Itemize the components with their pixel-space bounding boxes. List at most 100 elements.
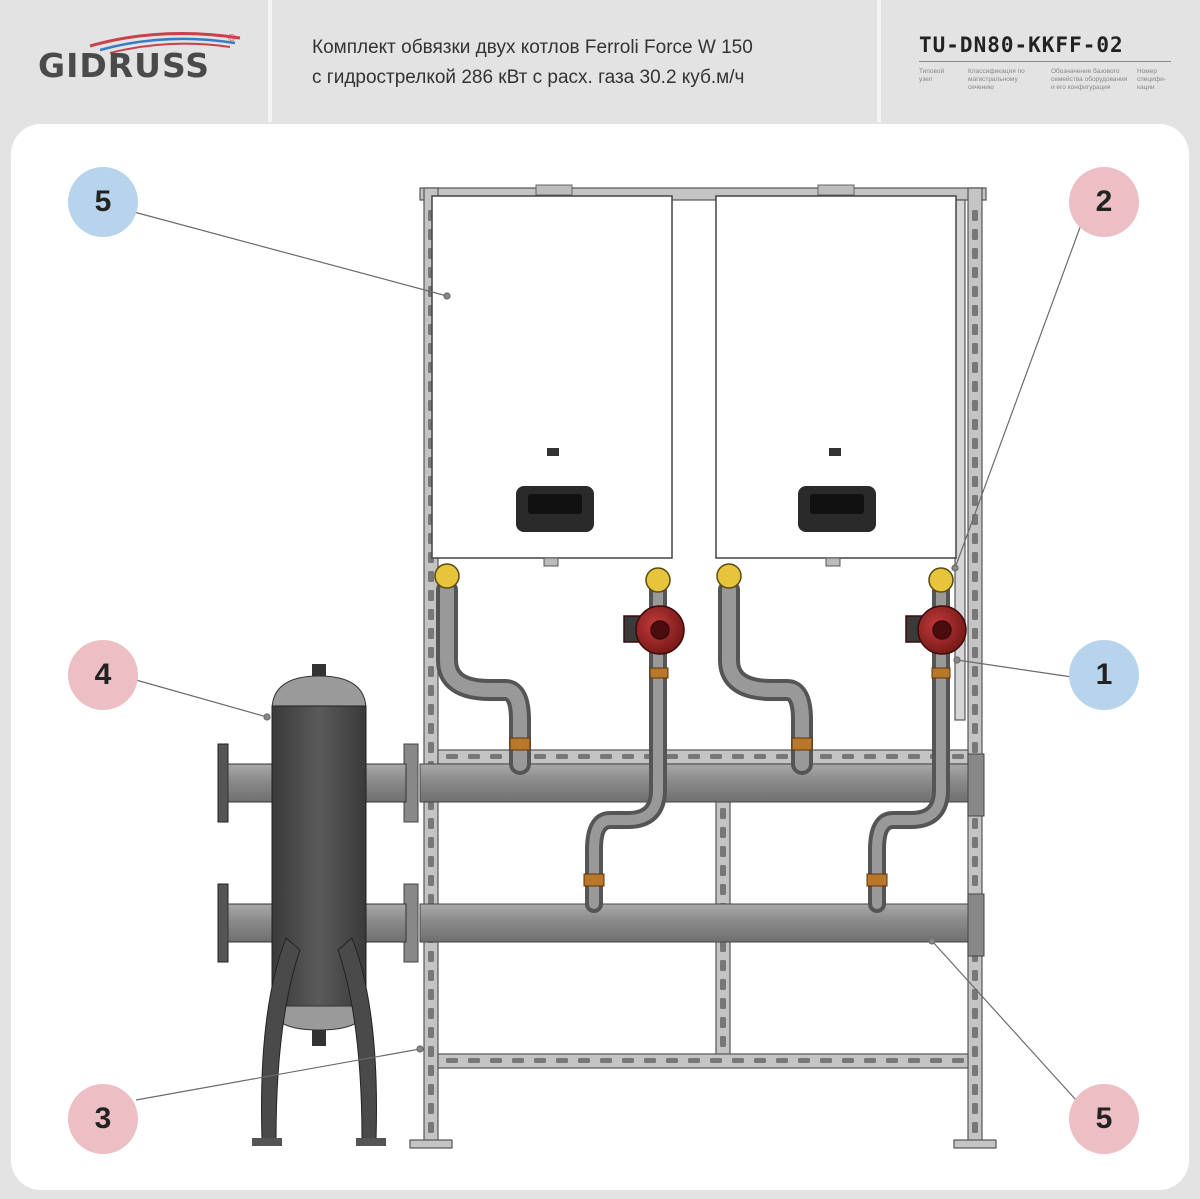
frame-slot — [842, 1058, 854, 1063]
frame-slot — [952, 754, 964, 759]
frame-slot — [972, 324, 978, 335]
frame-slot — [710, 1058, 722, 1063]
frame-slot — [972, 476, 978, 487]
frame-slot — [972, 305, 978, 316]
frame-slot — [972, 381, 978, 392]
frame-slot — [428, 1027, 434, 1038]
frame-slot — [446, 1058, 458, 1063]
frame-slot — [720, 941, 726, 952]
frame-slot — [428, 704, 434, 715]
frame-slot — [428, 837, 434, 848]
frame-slot — [644, 1058, 656, 1063]
frame-slot — [720, 884, 726, 895]
frame-slot — [972, 229, 978, 240]
boiler-left-piping — [436, 579, 667, 913]
frame-slot — [720, 1036, 726, 1047]
frame-slot — [688, 1058, 700, 1063]
frame-slot — [468, 754, 480, 759]
circulation-pumps — [623, 605, 967, 655]
code-caption-1: Типовой узел — [919, 68, 945, 83]
frame-slot — [776, 754, 788, 759]
frame-slot — [908, 754, 920, 759]
frame-slot — [972, 286, 978, 297]
frame-slot — [428, 951, 434, 962]
frame-slot — [754, 1058, 766, 1063]
frame-slot — [972, 400, 978, 411]
frame-slot — [798, 1058, 810, 1063]
frame-slot — [428, 571, 434, 582]
frame-slot — [972, 267, 978, 278]
hydraulic-separator — [217, 664, 407, 1146]
frame-slot — [720, 865, 726, 876]
frame-slot — [972, 818, 978, 829]
frame-slot — [600, 1058, 612, 1063]
frame-bottom-rail — [437, 1053, 969, 1069]
frame-slot — [666, 754, 678, 759]
valve-icon — [928, 567, 954, 593]
frame-slot — [490, 754, 502, 759]
frame-slot — [428, 1103, 434, 1114]
frame-slot — [972, 495, 978, 506]
logo-cell: GIDRUSS ® — [0, 0, 268, 122]
frame-slot — [972, 1046, 978, 1057]
frame-slot — [622, 1058, 634, 1063]
frame-slot — [972, 1084, 978, 1095]
frame-foot-right — [953, 1139, 997, 1149]
frame-slot — [972, 362, 978, 373]
frame-slot — [972, 457, 978, 468]
registered-mark: ® — [228, 33, 236, 44]
frame-slot — [428, 970, 434, 981]
frame-slot — [972, 248, 978, 259]
frame-slot — [428, 647, 434, 658]
frame-slot — [666, 1058, 678, 1063]
title-line-2: с гидрострелкой 286 кВт с расх. газа 30.… — [312, 67, 745, 88]
boiler-right-piping — [718, 579, 950, 913]
ball-valves — [434, 563, 954, 593]
frame-slot — [428, 666, 434, 677]
frame-slot — [428, 609, 434, 620]
logo: GIDRUSS — [38, 46, 211, 85]
callout-2-valve: 2 — [1069, 167, 1139, 237]
frame-slot — [556, 754, 568, 759]
frame-slot — [720, 960, 726, 971]
callout-4-separator: 4 — [68, 640, 138, 710]
frame-slot — [776, 1058, 788, 1063]
frame-slot — [972, 1027, 978, 1038]
boiler-right — [715, 184, 957, 567]
frame-slot — [972, 343, 978, 354]
frame-slot — [720, 979, 726, 990]
brass-fittings — [509, 667, 951, 887]
frame-slot — [720, 808, 726, 819]
frame-slot — [732, 754, 744, 759]
frame-slot — [972, 571, 978, 582]
frame-slot — [972, 1122, 978, 1133]
frame-slot — [534, 754, 546, 759]
frame-slot — [754, 754, 766, 759]
frame-slot — [428, 1122, 434, 1133]
product-code: TU-DN80-KKFF-02 — [919, 33, 1124, 57]
frame-slot — [490, 1058, 502, 1063]
frame-slot — [972, 419, 978, 430]
frame-slot — [972, 989, 978, 1000]
valve-icon — [645, 567, 671, 593]
frame-slot — [908, 1058, 920, 1063]
frame-slot — [428, 875, 434, 886]
frame-slot — [428, 1084, 434, 1095]
frame-slot — [622, 754, 634, 759]
valve-icon — [716, 563, 742, 589]
frame-slot — [428, 818, 434, 829]
frame-slot — [972, 1008, 978, 1019]
frame-slot — [864, 1058, 876, 1063]
frame-slot — [886, 754, 898, 759]
frame-slot — [428, 1008, 434, 1019]
frame-slot — [578, 1058, 590, 1063]
valve-icon — [434, 563, 460, 589]
boiler-left — [431, 184, 673, 567]
frame-slot — [972, 628, 978, 639]
frame-slot — [428, 723, 434, 734]
code-caption-4: Номер специфи­кации — [1137, 68, 1166, 91]
frame-slot — [428, 1046, 434, 1057]
frame-slot — [972, 609, 978, 620]
frame-slot — [578, 754, 590, 759]
